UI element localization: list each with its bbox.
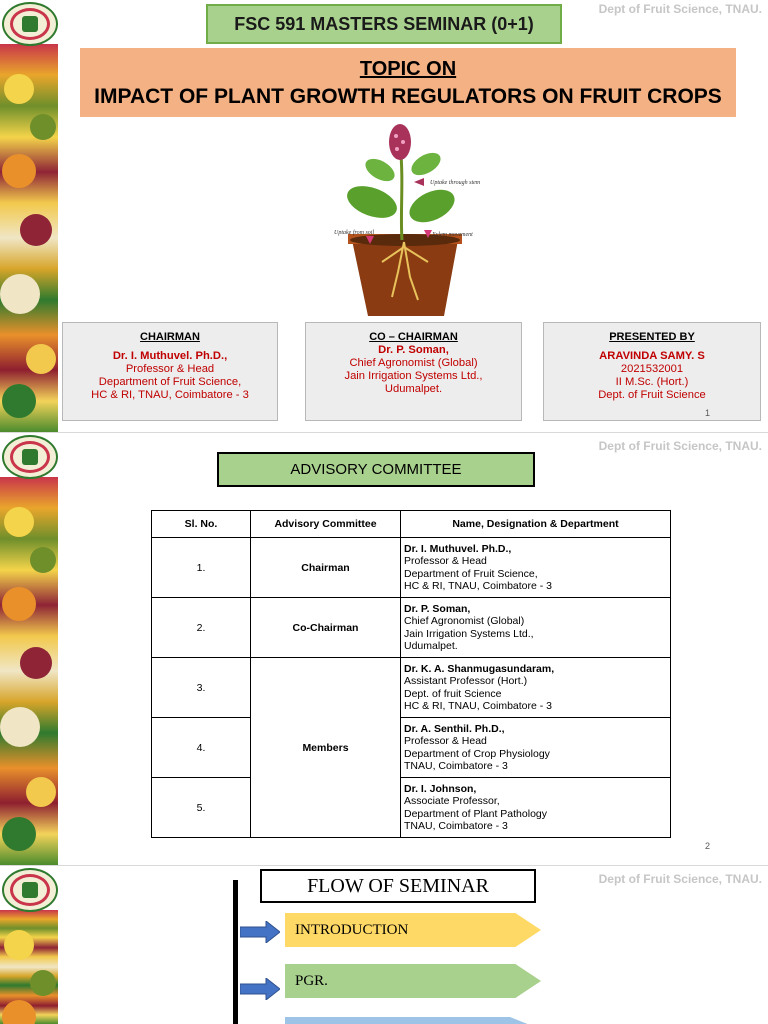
chairman-line: Department of Fruit Science, xyxy=(98,376,242,388)
member-line: HC & RI, TNAU, Coimbatore - 3 xyxy=(404,700,553,712)
member-name: Dr. P. Soman, xyxy=(404,602,471,615)
table-row: 2. Co-Chairman Dr. P. Soman, Chief Agron… xyxy=(151,597,671,658)
co-chairman-line: Jain Irrigation Systems Ltd., xyxy=(344,370,483,382)
member-name: Dr. I. Muthuvel. Ph.D., xyxy=(404,542,512,555)
member-line: Professor & Head xyxy=(404,735,487,747)
advisory-committee-table: Sl. No. Advisory Committee Name, Designa… xyxy=(151,510,671,838)
fruit-border-image xyxy=(0,910,58,1024)
presenter-name: ARAVINDA SAMY. S xyxy=(599,350,705,362)
slide-divider xyxy=(0,432,768,433)
advisory-committee-title: ADVISORY COMMITTEE xyxy=(217,452,535,487)
row-number: 3. xyxy=(151,657,251,718)
member-line: Department of Fruit Science, xyxy=(404,567,538,580)
member-line: HC & RI, TNAU, Coimbatore - 3 xyxy=(404,580,553,592)
row-role: Co-Chairman xyxy=(250,597,401,658)
member-line: TNAU, Coimbatore - 3 xyxy=(404,820,508,832)
flow-item-next xyxy=(285,1017,535,1024)
dept-label: Dept of Fruit Science, TNAU. xyxy=(598,439,762,453)
chairman-card: CHAIRMAN Dr. I. Muthuvel. Ph.D., Profess… xyxy=(62,322,278,421)
tnau-logo xyxy=(2,435,58,479)
table-row: 1. Chairman Dr. I. Muthuvel. Ph.D., Prof… xyxy=(151,537,671,598)
row-member: Dr. K. A. Shanmugasundaram, Assistant Pr… xyxy=(400,657,671,718)
row-member: Dr. I. Johnson, Associate Professor, Dep… xyxy=(400,777,671,838)
tnau-logo xyxy=(2,2,58,46)
flow-timeline-line xyxy=(233,880,238,1024)
presenter-heading: PRESENTED BY xyxy=(609,331,695,343)
row-role: Members xyxy=(250,657,401,838)
member-line: Professor & Head xyxy=(404,555,487,567)
flow-item-introduction: INTRODUCTION xyxy=(285,913,541,947)
member-line: Department of Plant Pathology xyxy=(404,807,548,820)
row-number: 4. xyxy=(151,717,251,778)
presenter-line: 2021532001 xyxy=(620,363,684,375)
slide-2: Dept of Fruit Science, TNAU. ADVISORY CO… xyxy=(0,433,768,865)
co-chairman-line: Chief Agronomist (Global) xyxy=(349,357,478,369)
plant-uptake-illustration: Uptake through stem Uptake from soil Xyl… xyxy=(334,124,481,316)
member-line: Associate Professor, xyxy=(404,795,500,807)
header-sl-no: Sl. No. xyxy=(151,510,251,538)
row-number: 1. xyxy=(151,537,251,598)
topic-banner: TOPIC ON IMPACT OF PLANT GROWTH REGULATO… xyxy=(80,48,736,117)
chairman-name: Dr. I. Muthuvel. Ph.D., xyxy=(112,350,228,362)
presenter-card: PRESENTED BY ARAVINDA SAMY. S 2021532001… xyxy=(543,322,761,421)
dept-label: Dept of Fruit Science, TNAU. xyxy=(598,872,762,886)
topic-label: TOPIC ON xyxy=(359,58,457,80)
row-role: Chairman xyxy=(250,537,401,598)
member-line: Assistant Professor (Hort.) xyxy=(404,675,528,687)
member-line: Udumalpet. xyxy=(404,640,458,652)
tnau-logo xyxy=(2,868,58,912)
stem-uptake-label: Uptake through stem xyxy=(430,180,481,186)
fruit-border-image xyxy=(0,477,58,865)
dept-label: Dept of Fruit Science, TNAU. xyxy=(598,2,762,16)
member-name: Dr. A. Senthil. Ph.D., xyxy=(404,722,505,735)
flow-item-pgr: PGR. xyxy=(285,964,541,998)
presenter-line: II M.Sc. (Hort.) xyxy=(615,376,689,388)
presenter-line: Dept. of Fruit Science xyxy=(598,389,706,401)
row-member: Dr. A. Senthil. Ph.D., Professor & Head … xyxy=(400,717,671,778)
row-number: 5. xyxy=(151,777,251,838)
chairman-line: HC & RI, TNAU, Coimbatore - 3 xyxy=(91,389,249,401)
table-row: 5. Dr. I. Johnson, Associate Professor, … xyxy=(151,777,671,838)
header-name: Name, Designation & Department xyxy=(400,510,671,538)
table-row: 4. Dr. A. Senthil. Ph.D., Professor & He… xyxy=(151,717,671,778)
row-member: Dr. P. Soman, Chief Agronomist (Global) … xyxy=(400,597,671,658)
member-name: Dr. K. A. Shanmugasundaram, xyxy=(404,662,555,675)
flow-of-seminar-title: FLOW OF SEMINAR xyxy=(260,869,536,903)
fruit-border-image xyxy=(0,44,58,432)
xylem-label: Xylem movement xyxy=(431,232,473,238)
page-number: 2 xyxy=(705,841,711,851)
slide-divider xyxy=(0,865,768,866)
arrow-right-icon xyxy=(240,978,280,1000)
member-line: Department of Crop Physiology xyxy=(404,747,550,760)
member-line: Jain Irrigation Systems Ltd., xyxy=(404,627,534,640)
co-chairman-line: Udumalpet. xyxy=(384,383,443,395)
chairman-line: Professor & Head xyxy=(125,363,215,375)
row-member: Dr. I. Muthuvel. Ph.D., Professor & Head… xyxy=(400,537,671,598)
topic-title: IMPACT OF PLANT GROWTH REGULATORS ON FRU… xyxy=(94,85,722,108)
course-title: FSC 591 MASTERS SEMINAR (0+1) xyxy=(206,4,562,44)
chairman-heading: CHAIRMAN xyxy=(140,331,200,343)
header-committee: Advisory Committee xyxy=(250,510,401,538)
slide-3: Dept of Fruit Science, TNAU. FLOW OF SEM… xyxy=(0,866,768,1024)
soil-uptake-label: Uptake from soil xyxy=(334,229,374,236)
co-chairman-heading: CO – CHAIRMAN xyxy=(369,331,458,343)
member-line: Chief Agronomist (Global) xyxy=(404,615,525,627)
row-number: 2. xyxy=(151,597,251,658)
arrow-right-icon xyxy=(240,921,280,943)
slide-1: Dept of Fruit Science, TNAU. FSC 591 MAS… xyxy=(0,0,768,432)
co-chairman-name: Dr. P. Soman, xyxy=(378,344,449,356)
member-line: Dept. of fruit Science xyxy=(404,687,502,700)
member-line: TNAU, Coimbatore - 3 xyxy=(404,760,508,772)
table-row: 3. Members Dr. K. A. Shanmugasundaram, A… xyxy=(151,657,671,838)
co-chairman-card: CO – CHAIRMAN Dr. P. Soman, Chief Agrono… xyxy=(305,322,522,421)
table-header-row: Sl. No. Advisory Committee Name, Designa… xyxy=(151,510,671,538)
page-number: 1 xyxy=(705,408,711,418)
member-name: Dr. I. Johnson, xyxy=(404,782,477,795)
